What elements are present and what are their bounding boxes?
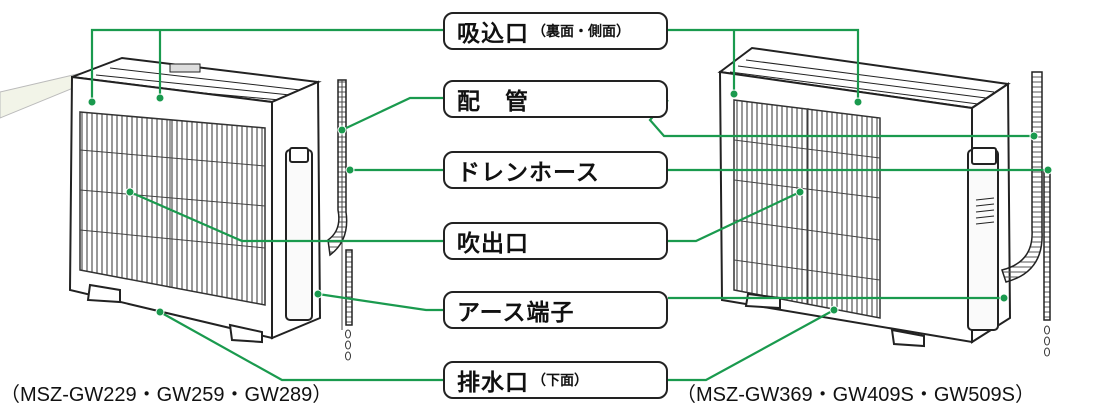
left-unit-grille — [79, 111, 266, 306]
right-unit-pipes — [1001, 71, 1051, 357]
leader-intake-left — [90, 28, 443, 100]
left-unit-side-cover — [285, 149, 313, 321]
label-ground-terminal-main: アース端子 — [457, 300, 575, 326]
caption-left-models: （MSZ-GW229・GW259・GW289） — [0, 384, 333, 406]
caption-right-models: （MSZ-GW369・GW409S・GW509S） — [676, 384, 1035, 406]
label-outlet-main: 吹出口 — [457, 231, 529, 257]
leader-piping-left — [341, 96, 443, 131]
left-outdoor-unit — [0, 56, 322, 344]
leader-ground-left — [317, 292, 443, 312]
leader-drainport-left — [159, 311, 443, 382]
label-drain-port-main: 排水口 — [457, 370, 529, 396]
right-unit-side-cover — [967, 149, 999, 331]
right-unit-grille — [733, 99, 881, 319]
label-piping-main: 配 管 — [457, 89, 529, 115]
leader-outlet-left — [129, 190, 443, 243]
label-piping: 配 管 — [443, 80, 668, 118]
label-intake-main: 吸込口 — [457, 21, 529, 47]
label-outlet: 吹出口 — [443, 222, 668, 260]
right-outdoor-unit — [717, 46, 1012, 348]
label-drain-hose-main: ドレンホース — [457, 160, 600, 186]
label-drain-hose: ドレンホース — [443, 151, 668, 189]
leader-lines — [90, 28, 1048, 382]
leader-outlet-right — [668, 191, 801, 243]
left-unit-foot — [86, 283, 121, 304]
leader-intake-right — [668, 28, 860, 100]
leader-dots — [87, 89, 1053, 317]
label-intake: 吸込口（裏面・側面） — [443, 12, 668, 50]
label-ground-terminal: アース端子 — [443, 291, 668, 329]
left-unit-pipes — [327, 79, 353, 361]
label-drain-port: 排水口（下面） — [443, 361, 668, 399]
label-drain-port-sub: （下面） — [532, 373, 588, 389]
label-intake-sub: （裏面・側面） — [532, 24, 630, 40]
leader-drainport-right — [668, 309, 835, 382]
